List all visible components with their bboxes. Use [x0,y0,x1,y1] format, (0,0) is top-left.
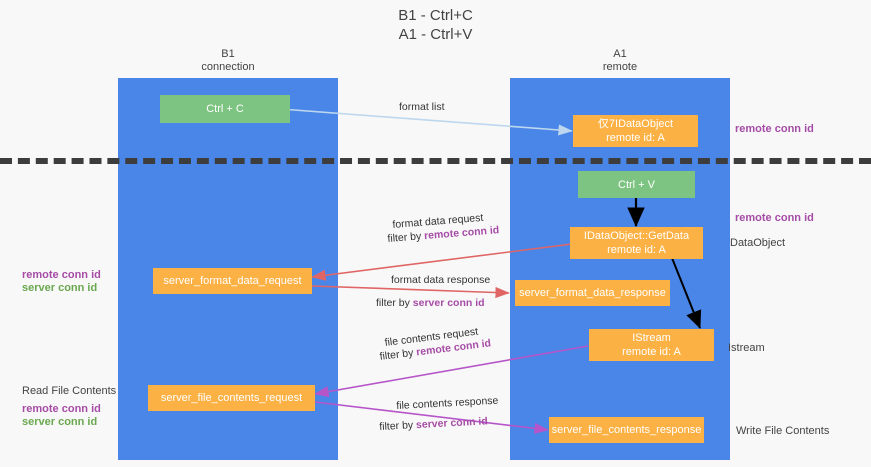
node-istream-label: IStream [632,332,671,344]
column-a1-role: remote [602,61,638,73]
phase-divider [0,158,871,164]
caption-format-list: format list [399,101,445,113]
label-right-remote-conn-id-mid: remote conn id [735,212,814,224]
column-b1-name: B1 [221,48,235,60]
node-server-file-contents-response[interactable]: server_file_contents_response [549,417,704,443]
node-istream[interactable]: IStream remote id: A [589,329,714,361]
node-getdata-remote-id: remote id: A [607,244,666,256]
title-line-1: B1 - Ctrl+C [398,7,473,24]
node-ctrl-v-label: Ctrl + V [618,178,655,191]
caption-fcres-prefix: filter by [379,419,417,433]
node-idataobject-label: 仅7IDataObject [597,118,674,130]
node-file-req-label: server_file_contents_request [160,392,303,404]
diagram-title: B1 - Ctrl+C A1 - Ctrl+V [0,6,871,44]
label-dataobject: DataObject [730,237,786,249]
label-istream: Istream [728,342,765,354]
label-left-server-conn-id-2: server conn id [22,416,98,428]
node-server-format-data-request[interactable]: server_format_data_request [153,268,312,294]
caption-fdr-prefix: filter by [387,230,425,245]
caption-fcres-highlight: server conn id [415,415,489,432]
label-read-file-contents: Read File Contents [22,385,117,397]
node-ctrl-v[interactable]: Ctrl + V [578,171,695,198]
label-left-server-conn-id: server conn id [22,282,98,294]
node-server-format-data-response[interactable]: server_format_data_response [515,280,670,306]
node-idataobject-getdata[interactable]: IDataObject::GetData remote id: A [570,227,703,259]
node-idataobject-remote-id: remote id: A [606,132,665,144]
caption-file-contents-response: file contents response [396,394,499,412]
caption-fdres-prefix: filter by [376,297,413,309]
caption-fdres-highlight: server conn id [412,297,485,309]
column-header-b1: B1 connection [118,48,338,74]
node-getdata-label: IDataObject::GetData [583,230,690,242]
node-ctrl-c-label: Ctrl + C [206,103,244,115]
node-server-file-contents-request[interactable]: server_file_contents_request [148,385,315,411]
node-ctrl-c[interactable]: Ctrl + C [160,95,290,123]
label-left-remote-conn-id: remote conn id [22,269,101,281]
caption-format-data-response: format data response [391,274,491,286]
label-left-remote-conn-id-2: remote conn id [22,403,101,415]
node-fmt-res-label: server_format_data_response [519,287,666,299]
node-fmt-req-label: server_format_data_request [163,275,302,287]
caption-file-contents-response-filter: filter by server conn id [379,415,488,434]
caption-format-data-response-filter: filter by server conn id [376,297,485,310]
node-idataobject[interactable]: 仅7IDataObject remote id: A [573,115,698,147]
column-header-a1: A1 remote [510,48,730,74]
node-file-res-label: server_file_contents_response [551,424,702,436]
column-a1-name: A1 [613,48,627,60]
column-b1-role: connection [201,61,255,73]
label-write-file-contents: Write File Contents [736,425,830,437]
node-istream-remote-id: remote id: A [622,346,681,358]
label-right-remote-conn-id-top: remote conn id [735,123,814,135]
title-line-2: A1 - Ctrl+V [398,26,473,43]
